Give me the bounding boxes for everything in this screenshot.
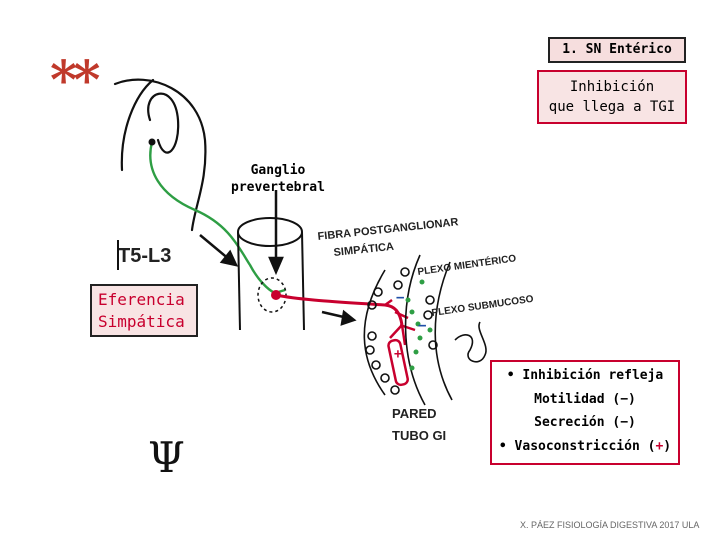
fiber-branches (384, 298, 416, 346)
cell-body-dot (148, 138, 156, 146)
simpatica-label: SIMPÁTICA (333, 240, 395, 259)
arrow-to-ganglion (199, 234, 239, 267)
effects-box: • Inhibición refleja Motilidad (−) Secre… (490, 360, 680, 465)
efferent-line-2: Simpática (98, 312, 185, 331)
ganglion-line-2: prevertebral (231, 180, 325, 195)
effect-line-3: Secreción (−) (534, 415, 636, 430)
inhibition-line-1: Inhibición (569, 79, 655, 95)
green-terminals (405, 279, 433, 371)
effect-line-1: • Inhibición refleja (506, 368, 664, 383)
prevertebral-tube (237, 217, 305, 331)
effect-line-2: Motilidad (−) (534, 391, 636, 407)
footer-credit: X. PÁEZ FISIOLOGÍA DIGESTIVA 2017 ULA (520, 520, 700, 530)
plus-sign: + (394, 347, 402, 362)
blood-vessel (387, 338, 409, 387)
postganglionic-fiber (275, 293, 404, 326)
ganglion-label: Ganglio prevertebral (222, 162, 334, 196)
efferent-line-1: Eferencia (98, 290, 185, 309)
slide-title: 1. SN Entérico (548, 37, 686, 63)
segment-label: T5-L3 (118, 245, 171, 267)
inhibition-box: Inhibición que llega a TGI (537, 70, 687, 124)
effect-line-4: • Vasoconstricción (+) (492, 435, 678, 459)
importance-stars: ** (50, 50, 100, 111)
tubo-label: TUBO GI (392, 428, 446, 443)
preganglionic-fiber (149, 141, 276, 295)
arrow-to-wall (321, 309, 357, 326)
ganglion-line-1: Ganglio (250, 163, 306, 178)
effect-line-4-text: • Vasoconstricción ( (498, 438, 656, 454)
arrow-down-ganglion (268, 190, 284, 276)
minus-sign-2: − (418, 318, 426, 334)
inhibition-line-2: que llega a TGI (548, 99, 676, 115)
spinal-cord-outline (113, 78, 207, 232)
fibra-label: FIBRA POSTGANGLIONAR (317, 216, 459, 243)
plexo-submucoso-label: PLEXO SUBMUCOSO (431, 294, 535, 319)
ganglion-ring (257, 277, 287, 313)
effect-line-4-close: ) (663, 438, 672, 454)
handwritten-symbol: Ψ (148, 433, 185, 482)
effect-line-4-sign: + (655, 438, 664, 454)
gut-wall (363, 254, 487, 406)
postganglionic-cell-body (271, 290, 281, 300)
pared-label: PARED (392, 406, 437, 421)
plexo-mienterico-label: PLEXO MIENTÉRICO (417, 251, 518, 278)
efferent-box: Eferencia Simpática (90, 284, 198, 337)
minus-sign-1: − (396, 290, 404, 306)
